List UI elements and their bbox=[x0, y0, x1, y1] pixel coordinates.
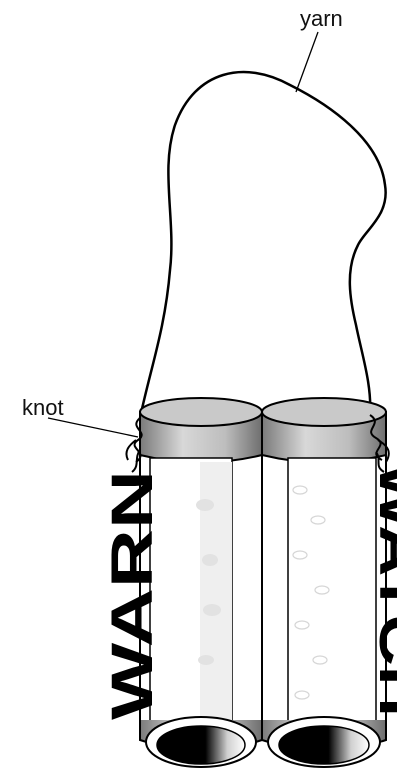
knot-leader-line bbox=[48, 418, 138, 437]
yarn-loop bbox=[140, 72, 386, 418]
left-tube: WARN bbox=[100, 398, 262, 767]
yarn-label: yarn bbox=[300, 6, 343, 31]
right-tube-text: WATCH bbox=[367, 462, 397, 717]
yarn-leader-line bbox=[296, 32, 318, 92]
left-tube-text: WARN bbox=[100, 470, 165, 720]
knot-label: knot bbox=[22, 395, 64, 420]
